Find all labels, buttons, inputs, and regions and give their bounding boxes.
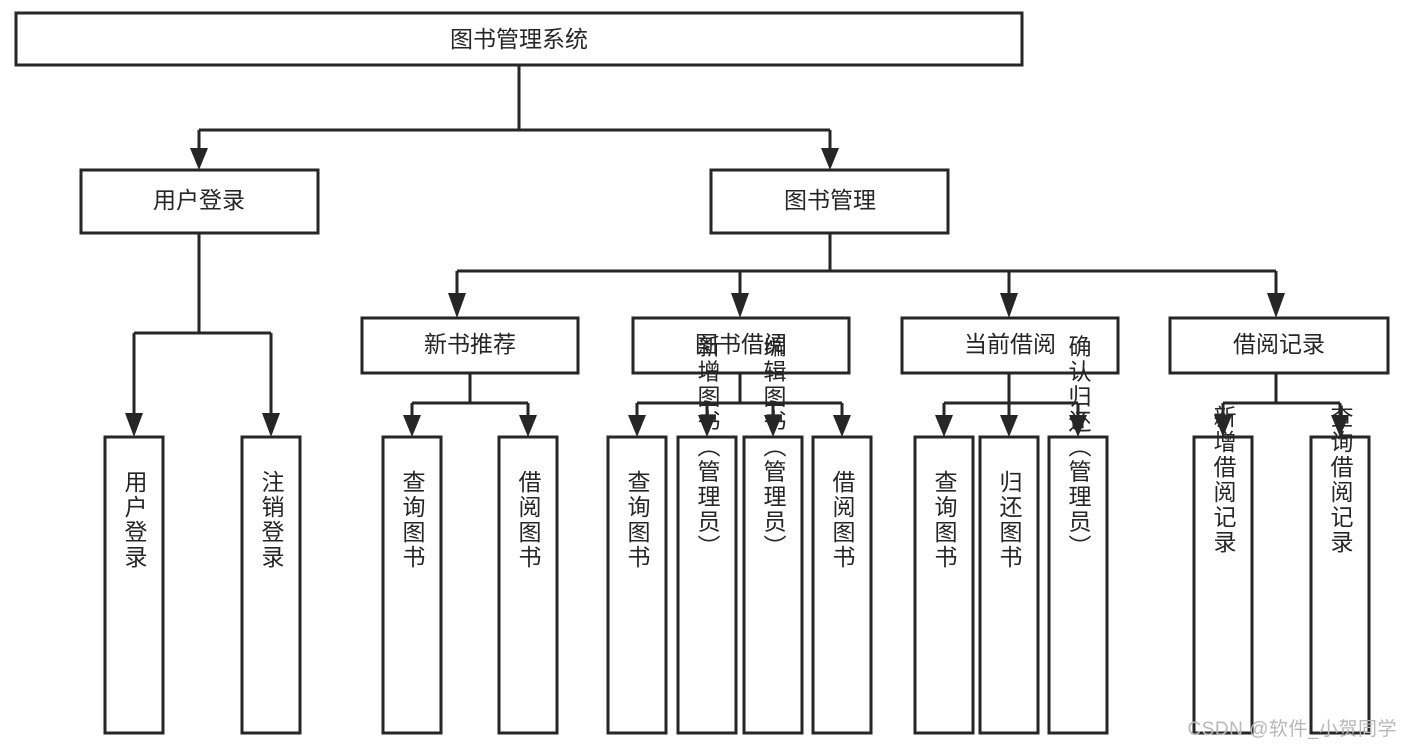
arrow-borrow-record-leaf-2 bbox=[1331, 415, 1349, 437]
leaf-new-book-1[interactable]: 查询图书 bbox=[381, 435, 443, 735]
node-user-login-box[interactable] bbox=[79, 168, 320, 235]
node-new-book-recommend-label: 新书推荐 bbox=[424, 331, 516, 357]
arrow-new-book-leaf-1 bbox=[403, 415, 421, 437]
leaf-new-book-2-box[interactable] bbox=[497, 435, 559, 735]
arrow-current-borrow bbox=[1000, 293, 1018, 318]
leaf-book-borrow-2-box[interactable] bbox=[676, 435, 738, 735]
leaf-book-borrow-3-label: 编辑图书（管理员） bbox=[760, 335, 787, 560]
leaf-new-book-1-box[interactable] bbox=[381, 435, 443, 735]
node-book-borrow-box[interactable] bbox=[631, 316, 851, 375]
arrow-current-borrow-leaf-1 bbox=[935, 415, 953, 437]
node-borrow-record-label: 借阅记录 bbox=[1233, 331, 1325, 357]
leaf-book-borrow-3[interactable]: 编辑图书（管理员） bbox=[742, 335, 804, 735]
node-user-login-label: 用户登录 bbox=[153, 187, 245, 213]
arrow-user-login-leaf-1 bbox=[125, 413, 143, 437]
leaf-book-borrow-2[interactable]: 新增图书（管理员） bbox=[676, 335, 738, 735]
leaf-borrow-record-1-label: 新增借阅记录 bbox=[1210, 405, 1237, 555]
node-book-borrow[interactable]: 图书借阅 bbox=[631, 316, 851, 375]
node-borrow-record[interactable]: 借阅记录 bbox=[1168, 316, 1390, 375]
node-current-borrow-label: 当前借阅 bbox=[964, 331, 1056, 357]
leaf-user-login-1[interactable]: 用户登录 bbox=[103, 435, 165, 735]
leaf-user-login-1-box[interactable] bbox=[103, 435, 165, 735]
leaf-user-login-2-label: 注销登录 bbox=[258, 470, 285, 570]
node-book-manage-box[interactable] bbox=[709, 168, 950, 235]
leaf-user-login-2-box[interactable] bbox=[240, 435, 302, 735]
leaf-current-borrow-3-box[interactable] bbox=[1047, 435, 1109, 735]
arrow-book-borrow-leaf-3 bbox=[764, 415, 782, 437]
arrow-book-borrow-leaf-4 bbox=[833, 415, 851, 437]
leaf-borrow-record-2-box[interactable] bbox=[1309, 435, 1371, 735]
arrow-book-borrow-leaf-2 bbox=[698, 415, 716, 437]
arrow-user-login-leaf-2 bbox=[262, 413, 280, 437]
leaf-borrow-record-2-label: 查询借阅记录 bbox=[1327, 405, 1354, 555]
leaf-new-book-1-label: 查询图书 bbox=[399, 470, 426, 570]
leaf-book-borrow-2-label: 新增图书（管理员） bbox=[694, 335, 721, 560]
arrow-user-login bbox=[190, 148, 208, 170]
leaf-current-borrow-3-label: 确认归还（管理员） bbox=[1065, 335, 1092, 560]
node-book-borrow-label: 图书借阅 bbox=[695, 331, 787, 357]
leaf-book-borrow-4-label: 借阅图书 bbox=[829, 470, 856, 570]
node-book-manage[interactable]: 图书管理 bbox=[709, 168, 950, 235]
leaf-book-borrow-4-box[interactable] bbox=[811, 435, 873, 735]
node-new-book-recommend-box[interactable] bbox=[360, 316, 580, 375]
leaf-borrow-record-1-box[interactable] bbox=[1192, 435, 1254, 735]
leaf-current-borrow-2[interactable]: 归还图书 bbox=[978, 435, 1040, 735]
arrow-book-borrow bbox=[731, 293, 749, 318]
leaf-current-borrow-1-box[interactable] bbox=[913, 435, 975, 735]
connector-layer bbox=[125, 65, 1349, 437]
leaf-book-borrow-3-box[interactable] bbox=[742, 435, 804, 735]
leaf-book-borrow-1-label: 查询图书 bbox=[624, 470, 651, 570]
leaf-current-borrow-1-label: 查询图书 bbox=[931, 470, 958, 570]
node-new-book-recommend[interactable]: 新书推荐 bbox=[360, 316, 580, 375]
node-root-box[interactable] bbox=[14, 11, 1024, 67]
leaf-book-borrow-1[interactable]: 查询图书 bbox=[606, 435, 668, 735]
node-user-login[interactable]: 用户登录 bbox=[79, 168, 320, 235]
arrow-borrow-record bbox=[1267, 293, 1285, 318]
arrow-current-borrow-leaf-2 bbox=[1000, 415, 1018, 437]
node-root-label: 图书管理系统 bbox=[450, 26, 588, 52]
leaf-current-borrow-3[interactable]: 确认归还（管理员） bbox=[1047, 335, 1109, 735]
leaf-current-borrow-2-label: 归还图书 bbox=[996, 470, 1023, 570]
leaf-book-borrow-4[interactable]: 借阅图书 bbox=[811, 435, 873, 735]
arrow-current-borrow-leaf-3 bbox=[1069, 415, 1087, 437]
node-book-manage-label: 图书管理 bbox=[784, 187, 876, 213]
leaf-new-book-2[interactable]: 借阅图书 bbox=[497, 435, 559, 735]
leaf-current-borrow-1[interactable]: 查询图书 bbox=[913, 435, 975, 735]
node-root[interactable]: 图书管理系统 bbox=[14, 11, 1024, 67]
node-current-borrow-box[interactable] bbox=[900, 316, 1120, 375]
leaf-borrow-record-2[interactable]: 查询借阅记录 bbox=[1309, 405, 1371, 735]
node-current-borrow[interactable]: 当前借阅 bbox=[900, 316, 1120, 375]
leaf-user-login-2[interactable]: 注销登录 bbox=[240, 435, 302, 735]
leaf-book-borrow-1-box[interactable] bbox=[606, 435, 668, 735]
arrow-new-book bbox=[448, 293, 466, 318]
leaf-current-borrow-2-box[interactable] bbox=[978, 435, 1040, 735]
leaf-user-login-1-label: 用户登录 bbox=[121, 470, 148, 570]
leaf-new-book-2-label: 借阅图书 bbox=[515, 470, 542, 570]
node-borrow-record-box[interactable] bbox=[1168, 316, 1390, 375]
arrow-book-borrow-leaf-1 bbox=[628, 415, 646, 437]
arrow-borrow-record-leaf-1 bbox=[1214, 415, 1232, 437]
arrow-new-book-leaf-2 bbox=[519, 415, 537, 437]
leaf-borrow-record-1[interactable]: 新增借阅记录 bbox=[1192, 405, 1254, 735]
arrow-book-manage bbox=[821, 148, 839, 170]
